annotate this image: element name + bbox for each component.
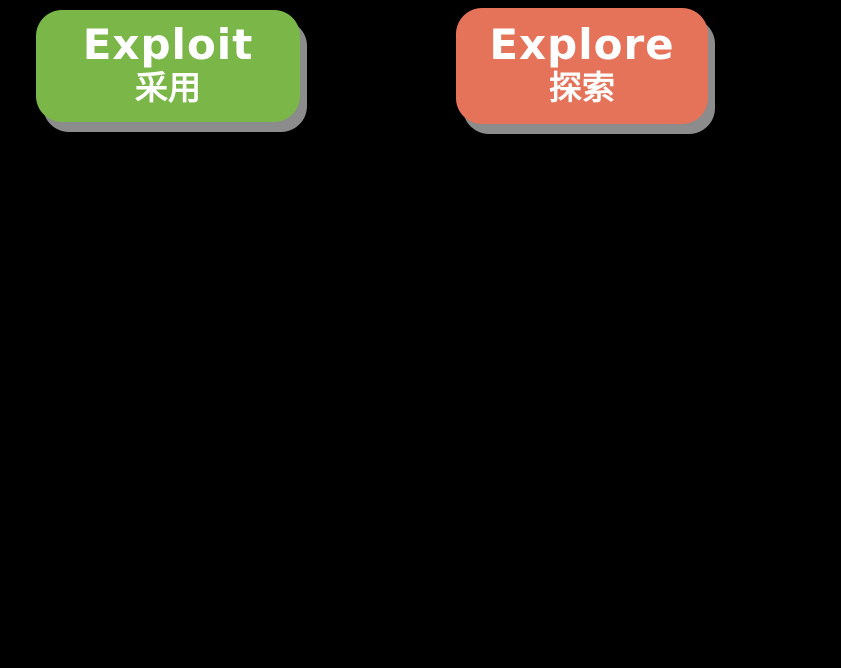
exploit-label: Exploit <box>82 20 254 70</box>
exploit-box: Exploit 采用 <box>36 10 300 122</box>
exploit-sublabel: 采用 <box>135 68 201 108</box>
explore-box: Explore 探索 <box>456 8 708 124</box>
explore-sublabel: 探索 <box>549 68 615 108</box>
explore-label: Explore <box>489 20 675 70</box>
